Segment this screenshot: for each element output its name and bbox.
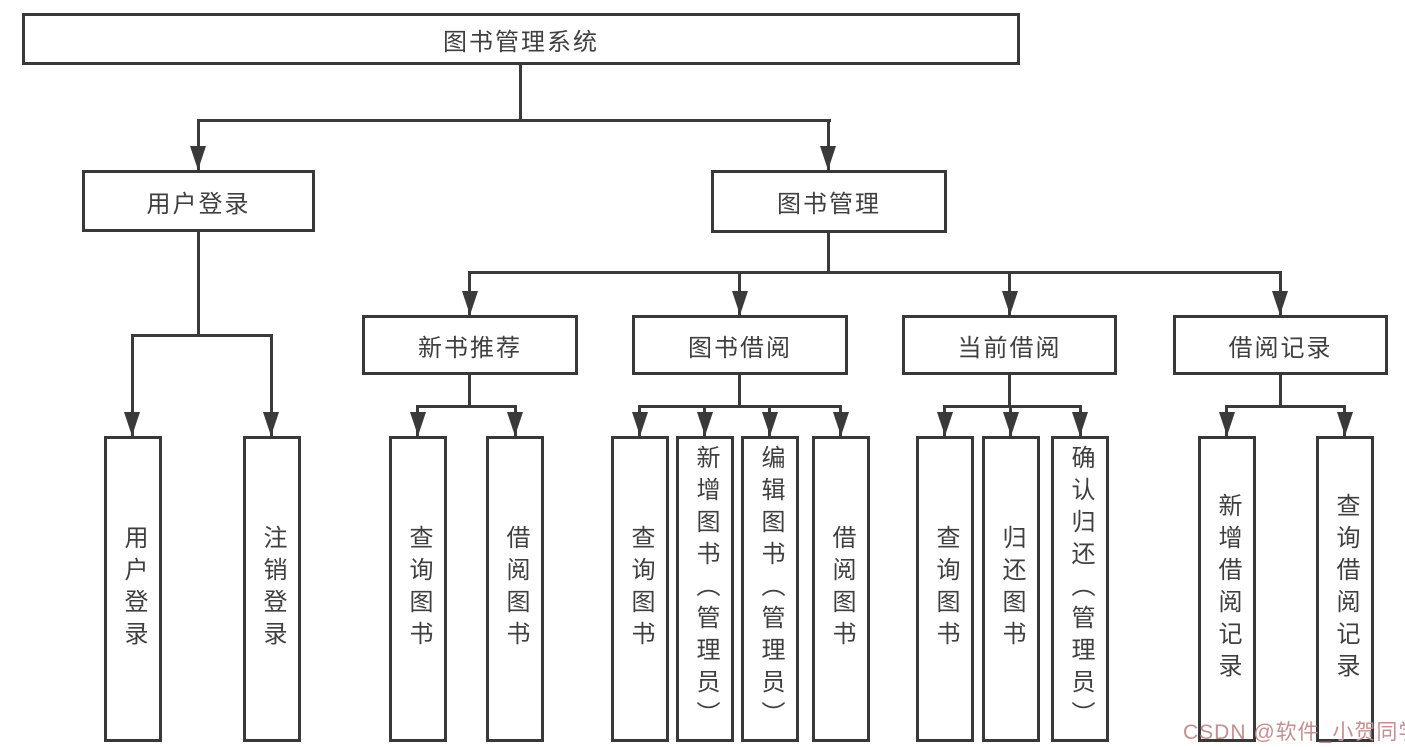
csdn-watermark: CSDN @软件_小贺同学 [1183,721,1405,744]
node-leaf-query-books-3: 查询图书 [916,436,974,742]
connector-line [416,405,517,408]
connector-line [943,405,1082,408]
connector-line [197,119,831,122]
arrowhead-down-icon [937,412,953,436]
connector-line [197,232,200,336]
connector-line [468,271,1282,274]
arrowhead-down-icon [762,412,778,436]
node-leaf-query-books-2: 查询图书 [611,436,669,742]
arrowhead-down-icon [1072,412,1088,436]
connector-line [1008,375,1011,407]
arrowhead-down-icon [1219,412,1235,436]
arrowhead-down-icon [632,412,648,436]
connector-line [197,119,200,170]
arrowhead-down-icon [833,412,849,436]
arrowhead-down-icon [190,146,206,170]
arrowhead-down-icon [1337,412,1353,436]
connector-line [638,405,842,408]
arrowhead-down-icon [124,412,140,436]
node-leaf-query-borrow-record: 查询借阅记录 [1316,436,1374,742]
connector-line [131,334,134,436]
arrowhead-down-icon [263,412,279,436]
connector-line [827,233,830,273]
connector-line [519,65,522,122]
node-leaf-add-borrow-record: 新增借阅记录 [1198,436,1256,742]
arrowhead-down-icon [1272,291,1288,315]
node-leaf-return-books: 归还图书 [982,436,1040,742]
arrowhead-down-icon [410,412,426,436]
arrowhead-down-icon [1003,412,1019,436]
node-leaf-borrow-books-1: 借阅图书 [486,436,544,742]
connector-line [131,334,273,337]
connector-line [270,334,273,436]
connector-line [738,375,741,407]
arrowhead-down-icon [1002,291,1018,315]
node-leaf-borrow-books-2: 借阅图书 [812,436,870,742]
arrowhead-down-icon [462,291,478,315]
node-borrow-records: 借阅记录 [1173,315,1388,375]
connector-line [827,119,830,170]
node-leaf-confirm-return-admin: 确认归还（管理员） [1051,436,1109,742]
connector-line [1225,405,1346,408]
arrowhead-down-icon [507,412,523,436]
connector-line [468,375,471,407]
arrowhead-down-icon [820,146,836,170]
arrowhead-down-icon [697,412,713,436]
node-leaf-logout: 注销登录 [243,436,301,742]
node-new-book-recommend: 新书推荐 [362,315,578,375]
node-current-borrow: 当前借阅 [902,315,1117,375]
node-book-mgmt: 图书管理 [711,170,947,233]
node-root: 图书管理系统 [22,13,1020,65]
node-leaf-edit-books-admin: 编辑图书（管理员） [741,436,799,742]
node-user-login: 用户登录 [82,170,315,232]
connector-line [1279,375,1282,407]
node-leaf-user-login: 用户登录 [104,436,162,742]
node-leaf-add-books-admin: 新增图书（管理员） [676,436,734,742]
arrowhead-down-icon [732,291,748,315]
node-book-borrow: 图书借阅 [632,315,848,375]
node-leaf-query-books-1: 查询图书 [389,436,447,742]
